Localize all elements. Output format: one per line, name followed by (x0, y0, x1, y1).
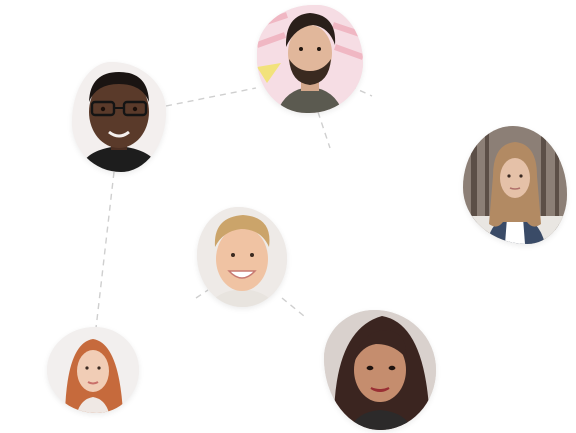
person-redhead-icon (47, 327, 139, 413)
connector-beard-to-center (317, 111, 331, 149)
person-beard-icon (257, 5, 363, 113)
person-smiling-icon (197, 207, 287, 307)
avatar-woman-dark[interactable] (324, 310, 436, 430)
avatar-woman-red[interactable] (47, 327, 139, 413)
avatar-man-center[interactable] (197, 207, 287, 307)
connector-glasses-to-redhead (95, 171, 115, 329)
person-darkhair-icon (324, 310, 436, 430)
avatar-man-glasses[interactable] (72, 62, 166, 172)
connector-glasses-to-beard (165, 87, 257, 107)
person-glasses-icon (72, 62, 166, 172)
avatar-man-beard[interactable] (257, 5, 363, 113)
person-forest-icon (463, 126, 567, 244)
connector-center-to-left (195, 289, 209, 299)
connector-center-to-dark (281, 297, 305, 317)
avatar-woman-forest[interactable] (463, 126, 567, 244)
